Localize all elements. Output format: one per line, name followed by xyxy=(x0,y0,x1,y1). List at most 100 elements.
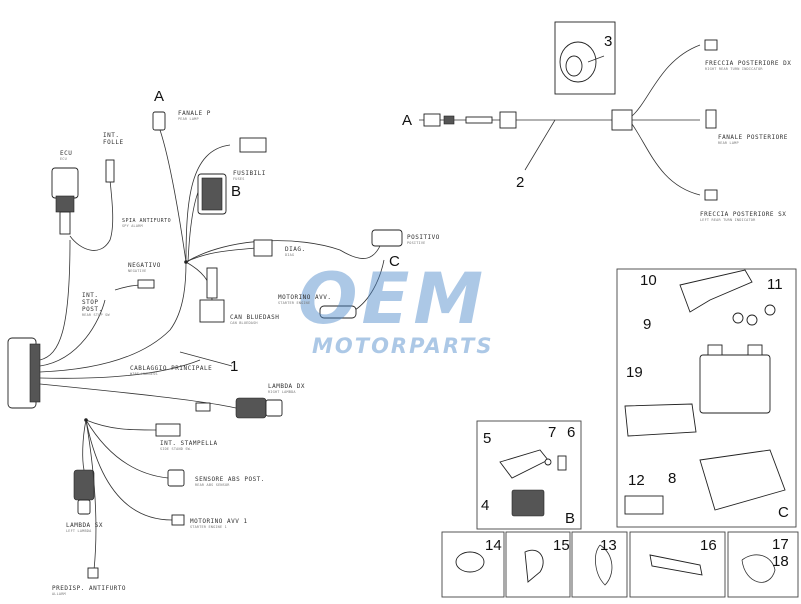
label-fanale-posteriore-sub: REAR LAMP xyxy=(718,141,739,145)
label-lambda-dx-text: LAMBDA DX xyxy=(268,383,306,390)
callout-b-box: B xyxy=(565,510,576,527)
callout-13: 13 xyxy=(600,537,617,554)
relay-box xyxy=(476,420,582,530)
fuse-box-insert xyxy=(201,177,223,211)
rear-sx-connector xyxy=(704,189,718,201)
starter-wire xyxy=(354,259,385,311)
dashboard-plug xyxy=(29,343,41,403)
clamp-14 xyxy=(455,551,485,573)
ecu-plug xyxy=(55,195,75,213)
bolt-c xyxy=(764,304,776,316)
callout-7: 7 xyxy=(548,424,557,441)
label-lambda-sx-text: LAMBDA SX xyxy=(66,522,104,529)
label-fanale-p-text: FANALE P xyxy=(178,110,211,117)
label-lambda-dx-sub: RIGHT LAMBDA xyxy=(268,390,296,394)
callout-9: 9 xyxy=(643,316,652,333)
rear-sleeve xyxy=(465,116,493,124)
rear-splice xyxy=(499,111,517,129)
callout-5: 5 xyxy=(483,430,492,447)
diag-wire xyxy=(185,247,256,263)
rear-connector xyxy=(611,109,633,131)
relay-connector xyxy=(511,489,545,517)
leader-2 xyxy=(524,119,556,171)
label-int-stampella-sub: SIDE STAND SW. xyxy=(160,447,193,451)
can-connector-top xyxy=(206,267,218,299)
ecu-wire xyxy=(39,239,71,361)
callout-15: 15 xyxy=(553,537,570,554)
label-fusibili-text: FUSIBILI xyxy=(233,170,266,177)
callout-b-fuse: B xyxy=(231,183,242,200)
label-freccia-post-sx-text: FRECCIA POSTERIORE SX xyxy=(700,211,787,218)
callout-1: 1 xyxy=(230,358,239,375)
part-box-16 xyxy=(629,531,726,598)
callout-a-left: A xyxy=(154,88,165,105)
main-trunk-wire xyxy=(39,261,187,373)
label-int-stop-post-sub: REAR STOP SW xyxy=(82,313,110,317)
label-spia-antifurto-sub: SPY ALARM xyxy=(122,224,143,228)
label-motorino-avv-1-sub: STARTER ENGINE 1 xyxy=(190,525,227,529)
label-predisp-antifurto-text: PREDISP. ANTIFURTO xyxy=(52,585,127,592)
antifurto-wire xyxy=(85,419,97,571)
lambda-sx-wire xyxy=(82,419,87,471)
label-motorino-avv-1-text: MOTORINO AVV 1 xyxy=(190,518,248,525)
label-ecu-text: ECU xyxy=(60,150,73,157)
junction-point xyxy=(184,260,188,264)
starter-terminal xyxy=(319,305,357,319)
motorino-1-connector xyxy=(171,514,185,526)
fanale-wire xyxy=(159,129,187,263)
battery-bracket xyxy=(679,269,753,313)
clip-15 xyxy=(524,549,544,583)
label-ecu-sub: ECU xyxy=(60,157,67,161)
callout-4: 4 xyxy=(481,497,490,514)
callout-c-positive: C xyxy=(389,253,400,270)
label-diag: DIAG.DIAG xyxy=(285,246,306,257)
label-freccia-post-dx-text: FRECCIA POSTERIORE DX xyxy=(705,60,792,67)
stop-wire xyxy=(39,299,106,367)
label-motorino-avv-text: MOTORINO AVV. xyxy=(278,294,332,301)
label-cablaggio-principale-text: CABLAGGIO PRINCIPALE xyxy=(130,365,213,372)
part-box-17 xyxy=(727,531,799,598)
label-motorino-avv: MOTORINO AVV.STARTER ENGINE xyxy=(278,294,331,305)
leader-1 xyxy=(179,351,233,367)
lambda-sx-plug xyxy=(77,499,91,515)
label-negativo-sub: NEGATIVE xyxy=(128,269,147,273)
lambda-dx-wire xyxy=(39,383,237,409)
label-motorino-avv-sub: STARTER ENGINE xyxy=(278,301,311,305)
relay-bracket xyxy=(499,449,549,479)
lambda-dx-clip xyxy=(195,402,211,412)
callout-3: 3 xyxy=(604,33,613,50)
part-box-13 xyxy=(571,531,628,598)
label-sensore-abs-post-text: SENSORE ABS POST. xyxy=(195,476,265,483)
lambda-dx-connector xyxy=(235,397,267,419)
label-sheet xyxy=(624,495,664,515)
label-predisp-antifurto-sub: ALLARM xyxy=(52,592,66,596)
callout-11: 11 xyxy=(767,276,783,293)
junction-point-lower xyxy=(84,418,88,422)
stampella-wire xyxy=(85,419,159,431)
bolt-a xyxy=(732,312,744,324)
callout-6: 6 xyxy=(567,424,576,441)
motorino-1-wire xyxy=(85,419,173,521)
label-int-stop-post-text: INT. STOP POST. xyxy=(82,292,103,313)
ecu-connector xyxy=(51,167,79,199)
folle-switch xyxy=(105,159,115,183)
label-lambda-sx-sub: LEFT LAMBDA xyxy=(66,529,92,533)
relay-washer xyxy=(544,458,552,466)
label-sensore-abs-post-sub: REAR ABS SENSOR xyxy=(195,483,230,487)
battery-cover xyxy=(699,449,786,511)
rear-dx-wire xyxy=(631,44,701,117)
callout-14: 14 xyxy=(485,537,502,554)
